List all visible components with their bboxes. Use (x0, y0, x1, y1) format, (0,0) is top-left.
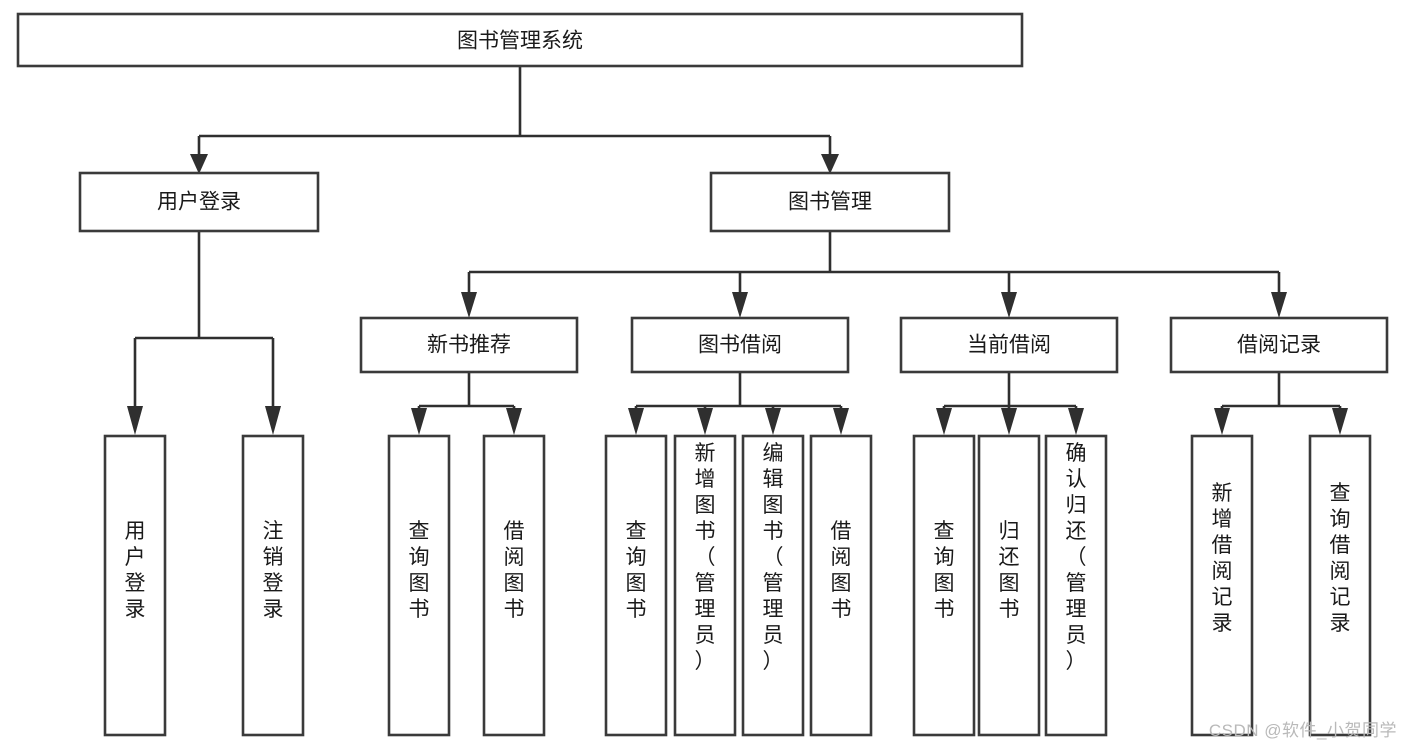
node-book-borrow-box[interactable] (630, 316, 850, 374)
node-book-manage-label: 图书管理 (788, 191, 872, 214)
node-leaf-query-book-a[interactable]: 查询图书 (387, 434, 451, 737)
node-current-borrow-label: 当前借阅 (967, 334, 1051, 357)
node-borrow-record-label: 借阅记录 (1237, 334, 1321, 357)
node-leaf-add-record[interactable]: 新增借阅记录 (1190, 434, 1254, 737)
arrow-head-leaf-query-book-a (411, 408, 427, 435)
node-leaf-query-book-c-box[interactable] (912, 434, 976, 737)
arrow-head-borrow-record (1271, 292, 1287, 318)
arrow-head-leaf-edit-book (765, 408, 781, 435)
connector-layer (127, 66, 1348, 435)
node-leaf-confirm-return-label: 确认归还（管理员） (1066, 442, 1087, 673)
arrow-head-leaf-logout (265, 406, 281, 435)
node-new-book-rec-label: 新书推荐 (427, 334, 511, 357)
node-leaf-edit-book[interactable]: 编辑图书（管理员） (741, 434, 805, 737)
node-user-login[interactable]: 用户登录 (78, 171, 320, 233)
node-leaf-confirm-return-box[interactable] (1044, 434, 1108, 737)
node-leaf-borrow-book-a-label: 借阅图书 (504, 520, 525, 621)
node-book-manage-box[interactable] (709, 171, 951, 233)
node-current-borrow-box[interactable] (899, 316, 1119, 374)
node-leaf-user-login-box[interactable] (103, 434, 167, 737)
node-leaf-query-book-b[interactable]: 查询图书 (604, 434, 668, 737)
node-leaf-logout-box[interactable] (241, 434, 305, 737)
node-leaf-add-book-box[interactable] (673, 434, 737, 737)
node-leaf-user-login[interactable]: 用户登录 (103, 434, 167, 737)
node-user-login-box[interactable] (78, 171, 320, 233)
arrow-head-leaf-user-login (127, 406, 143, 435)
node-leaf-borrow-book-b[interactable]: 借阅图书 (809, 434, 873, 737)
arrow-head-leaf-add-record (1214, 408, 1230, 435)
node-leaf-query-book-a-box[interactable] (387, 434, 451, 737)
node-root[interactable]: 图书管理系统 (16, 12, 1024, 68)
arrow-head-leaf-query-book-c (936, 408, 952, 435)
node-leaf-return-book[interactable]: 归还图书 (977, 434, 1041, 737)
node-leaf-return-book-box[interactable] (977, 434, 1041, 737)
arrow-head-leaf-confirm-return (1068, 408, 1084, 435)
node-leaf-logout-label: 注销登录 (263, 520, 284, 621)
node-new-book-rec-box[interactable] (359, 316, 579, 374)
node-book-manage[interactable]: 图书管理 (709, 171, 951, 233)
arrow-head-leaf-query-book-b (628, 408, 644, 435)
node-leaf-borrow-book-a[interactable]: 借阅图书 (482, 434, 546, 737)
arrow-head-book-borrow (732, 292, 748, 318)
node-leaf-add-book[interactable]: 新增图书（管理员） (673, 434, 737, 737)
node-leaf-borrow-book-b-box[interactable] (809, 434, 873, 737)
node-leaf-query-record[interactable]: 查询借阅记录 (1308, 434, 1372, 737)
node-root-box[interactable] (16, 12, 1024, 68)
node-leaf-return-book-label: 归还图书 (999, 520, 1020, 621)
node-leaf-query-record-box[interactable] (1308, 434, 1372, 737)
arrow-head-new-book-rec (461, 292, 477, 318)
node-leaf-logout[interactable]: 注销登录 (241, 434, 305, 737)
node-user-login-label: 用户登录 (157, 191, 241, 214)
node-leaf-query-book-c[interactable]: 查询图书 (912, 434, 976, 737)
arrow-head-user-login (190, 154, 208, 174)
arrow-head-leaf-query-record (1332, 408, 1348, 435)
node-book-borrow[interactable]: 图书借阅 (630, 316, 850, 374)
arrow-head-leaf-return-book (1001, 408, 1017, 435)
node-leaf-user-login-label: 用户登录 (125, 520, 146, 621)
arrow-head-leaf-borrow-book-a (506, 408, 522, 435)
node-leaf-query-book-a-label: 查询图书 (409, 520, 430, 621)
node-leaf-edit-book-label: 编辑图书（管理员） (763, 442, 784, 673)
arrow-head-book-manage (821, 154, 839, 174)
node-leaf-query-book-b-label: 查询图书 (626, 520, 647, 621)
node-new-book-rec[interactable]: 新书推荐 (359, 316, 579, 374)
node-leaf-query-record-label: 查询借阅记录 (1330, 482, 1351, 635)
node-leaf-query-book-c-label: 查询图书 (934, 520, 955, 621)
node-leaf-add-record-box[interactable] (1190, 434, 1254, 737)
node-leaf-query-book-b-box[interactable] (604, 434, 668, 737)
node-book-borrow-label: 图书借阅 (698, 334, 782, 357)
node-root-label: 图书管理系统 (457, 30, 583, 53)
node-leaf-borrow-book-b-label: 借阅图书 (831, 520, 852, 621)
arrow-head-current-borrow (1001, 292, 1017, 318)
node-borrow-record-box[interactable] (1169, 316, 1389, 374)
node-leaf-edit-book-box[interactable] (741, 434, 805, 737)
node-leaf-confirm-return[interactable]: 确认归还（管理员） (1044, 434, 1108, 737)
node-borrow-record[interactable]: 借阅记录 (1169, 316, 1389, 374)
arrow-head-leaf-borrow-book-b (833, 408, 849, 435)
node-leaf-add-record-label: 新增借阅记录 (1212, 482, 1233, 635)
node-leaf-add-book-label: 新增图书（管理员） (695, 442, 716, 673)
node-current-borrow[interactable]: 当前借阅 (899, 316, 1119, 374)
arrow-head-leaf-add-book (697, 408, 713, 435)
node-leaf-borrow-book-a-box[interactable] (482, 434, 546, 737)
